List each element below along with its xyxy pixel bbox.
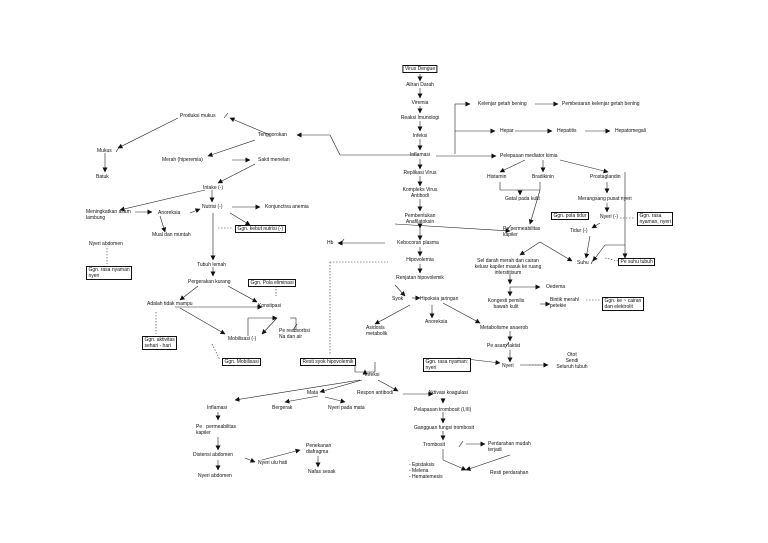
node-gg-cairan: Ggn. ke ~ cairan dan elektrolit xyxy=(602,297,644,311)
node-respon-antibodi: Respon antibodi xyxy=(357,390,394,396)
node-nyeri-mid: Nyeri xyxy=(502,363,514,369)
node-inflamasi-bottom: Inflamasi xyxy=(207,405,228,411)
node-infeksi-top: Infeksi xyxy=(412,133,428,139)
node-gatal: Gatal pada kulit xyxy=(505,196,540,202)
node-tenggorokan: Tenggorokan xyxy=(258,132,287,138)
node-reaksi-imunologi: Reaksi Imunologi xyxy=(400,115,440,121)
node-hipoksia: Hipoksia jaringan xyxy=(420,296,459,302)
node-mukus: Mukus xyxy=(97,148,112,154)
node-konstipasi: Konstipasi xyxy=(258,303,282,309)
node-gg-pola-tidur: Ggn. pola tidur xyxy=(551,212,589,220)
node-batuk: Batuk xyxy=(96,174,109,180)
node-nyeri-abdomen-left: Nyeri abdomen xyxy=(89,241,123,247)
node-oedema: Oedema xyxy=(546,284,566,290)
node-trombosit: Trombosit xyxy=(423,442,446,448)
node-resiti-perdarahan: Resti perdarahan xyxy=(490,470,529,476)
node-perdarahan-mudah: Perdarahan mudah terjadi xyxy=(488,441,531,453)
node-hepatitis: Hepatitis xyxy=(557,128,577,134)
node-kongesti: Kongesti pemilis bawah kulit xyxy=(487,298,525,310)
node-konjunctiva: Konjunctiva anemia xyxy=(265,204,309,210)
node-gg-aktivitas: Ggn. aktivitas sehari - hari xyxy=(142,336,178,350)
node-kompleks-virus: Kompleks Virus Antibodi xyxy=(402,187,438,199)
node-distensi: Distensi abdomen xyxy=(193,452,234,458)
node-pe-permeabilitas: Pe permeabilitas kapiler xyxy=(503,226,541,238)
node-inflamasi-top: Inflamasi xyxy=(409,152,431,158)
node-tidur: Tidur (-) xyxy=(570,228,588,234)
node-replikasi-virus: Replikasi Virus xyxy=(403,170,437,176)
node-pe-reabsorbsi: Pe reabsorbsi Na dan air xyxy=(279,328,310,340)
node-bradikinin: Bradikinin xyxy=(532,174,554,180)
node-gg-pola-eliminasi: Ggn. Pola eliminasi xyxy=(248,279,297,287)
node-gg-mobilisasi: Ggn. Mobilisasi xyxy=(222,358,262,366)
node-gangguan-fungsi: Gangguan fungsi trombosit xyxy=(414,425,475,431)
node-syok: Syok xyxy=(392,296,404,302)
node-metabolisme-anaerob: Metabolisme anaerob xyxy=(480,325,529,331)
node-nyeri-ulu-hati: Nyeri ulu hati xyxy=(258,460,288,466)
node-nyeri-abdomen-bottom: Nyeri abdomen xyxy=(198,473,232,479)
node-kelenjar-getah: Kelenjar getah bening xyxy=(478,101,527,107)
node-meningkatkan-asam: Meningkatkan asam lambung xyxy=(86,209,131,221)
node-nyeri-mata: Nyeri pada mata xyxy=(328,405,365,411)
node-aliran-darah: Aliran Darah xyxy=(406,82,434,88)
node-pelepasan-mediator: Pelepasan mediator kimia xyxy=(500,153,558,159)
node-gg-nyaman-right: Ggn. rasa nyaman, nyeri xyxy=(637,212,674,226)
node-mual: Mual dan muntah xyxy=(152,232,191,238)
node-histamin: Histamin xyxy=(487,174,507,180)
node-sakit-menelan: Sakit menelan xyxy=(258,157,290,163)
node-pembentukan-anafilatoksin: Pembentukan Anafilatoksin xyxy=(404,213,436,225)
node-viremia: Viremia xyxy=(411,100,429,106)
node-hb: Hb xyxy=(327,240,334,246)
node-hipovolemia: Hipovolemia xyxy=(406,257,434,263)
node-pembesaran-kelenjar: Pembesaran kelenjar getah bening xyxy=(562,101,640,107)
node-anoreksia-mid: Anoreksia xyxy=(425,319,448,325)
node-pe-permeabilitas-bottom: Pe permeabilitas kapiler xyxy=(196,424,237,436)
node-bintik: Bintik merah/ petekie xyxy=(550,297,580,309)
node-hepatomegali: Hepatomegali xyxy=(615,128,646,134)
node-infeksi-bottom: Infeksi xyxy=(365,372,380,378)
node-asidosis: Asidosis metabolik xyxy=(366,325,388,337)
node-sel-darah: Sel darah merah dan cairan keluar kapile… xyxy=(474,258,542,276)
node-anoreksia-left: Anoreksia xyxy=(158,210,181,216)
node-pelepasan-trombosit: Pelapasan trombosit (I,III) xyxy=(414,407,472,413)
node-gg-kebut-nutrisi: Ggn. kebut nutrisi (-) xyxy=(235,225,286,233)
node-nyeri-right: Nyeri (-) xyxy=(600,214,619,220)
node-gg-nyaman-left: Ggn. rasa nyaman nyeri xyxy=(86,266,133,280)
node-otot-sendi: Otot Sendi Seluruh tubuh xyxy=(556,352,588,370)
node-penekanan: Penekanan diafragma xyxy=(306,443,332,455)
node-merah: Merah (hiperemia) xyxy=(162,157,203,163)
node-pe-suhu: Pe suhu tubuh xyxy=(618,258,656,266)
node-pe-asam-laktat: Pe asam laktat xyxy=(487,343,521,349)
node-epistaksis: - Epistaksis - Melena - Hematemesis xyxy=(409,462,443,480)
node-merangsang: Merangsang pusat nyeri xyxy=(578,196,632,202)
node-pergerakan: Pergerakan kurang xyxy=(188,279,231,285)
node-kebocoran-plasma: Kebocoran plasma xyxy=(397,240,439,246)
node-produksi-mukus: Produksi mukus xyxy=(180,113,216,119)
node-gg-nyaman-mid: Ggn. rasa nyaman: nyeri xyxy=(423,358,471,372)
node-renjatan: Renjatan hipovolemik xyxy=(396,275,444,281)
node-virus-dengue: Virus Dengue xyxy=(402,65,438,73)
node-intake: Intake (-) xyxy=(203,185,224,191)
node-bergerak: Bergerak xyxy=(272,405,293,411)
node-prostaglandin: Prostaglandin xyxy=(590,174,621,180)
node-hepar: Hepar xyxy=(500,128,514,134)
node-mobilisasi: Mobilisasi (-) xyxy=(228,336,257,342)
node-nutrisi: Nutrisi (-) xyxy=(202,204,223,210)
node-resiti-syok: Resti syok hipovolemik xyxy=(300,358,356,366)
node-mata: Mata xyxy=(307,390,319,396)
node-suhu: Suhu xyxy=(577,260,589,266)
node-aktivasi-koagulasi: Aktivasi koagulasi xyxy=(428,390,468,396)
node-tubuh-lemah: Tubuh lemah xyxy=(197,262,226,268)
node-adalah-tidak: Adalah tidak mampu xyxy=(147,301,193,307)
node-nafas-sesak: Nafas sesak xyxy=(308,469,336,475)
